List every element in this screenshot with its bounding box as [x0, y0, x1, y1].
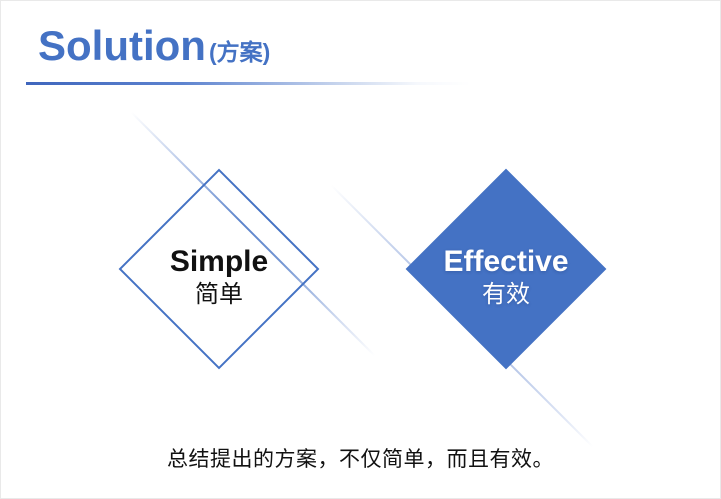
page-title: Solution (方案) [38, 25, 270, 67]
caption-text: 总结提出的方案，不仅简单，而且有效。 [167, 448, 554, 471]
title-main-text: Solution [38, 22, 206, 69]
simple-diamond-shape [118, 168, 320, 370]
title-underline-rule [26, 82, 471, 85]
effective-diamond-shape [405, 168, 607, 370]
title-sub-text: (方案) [208, 39, 271, 65]
